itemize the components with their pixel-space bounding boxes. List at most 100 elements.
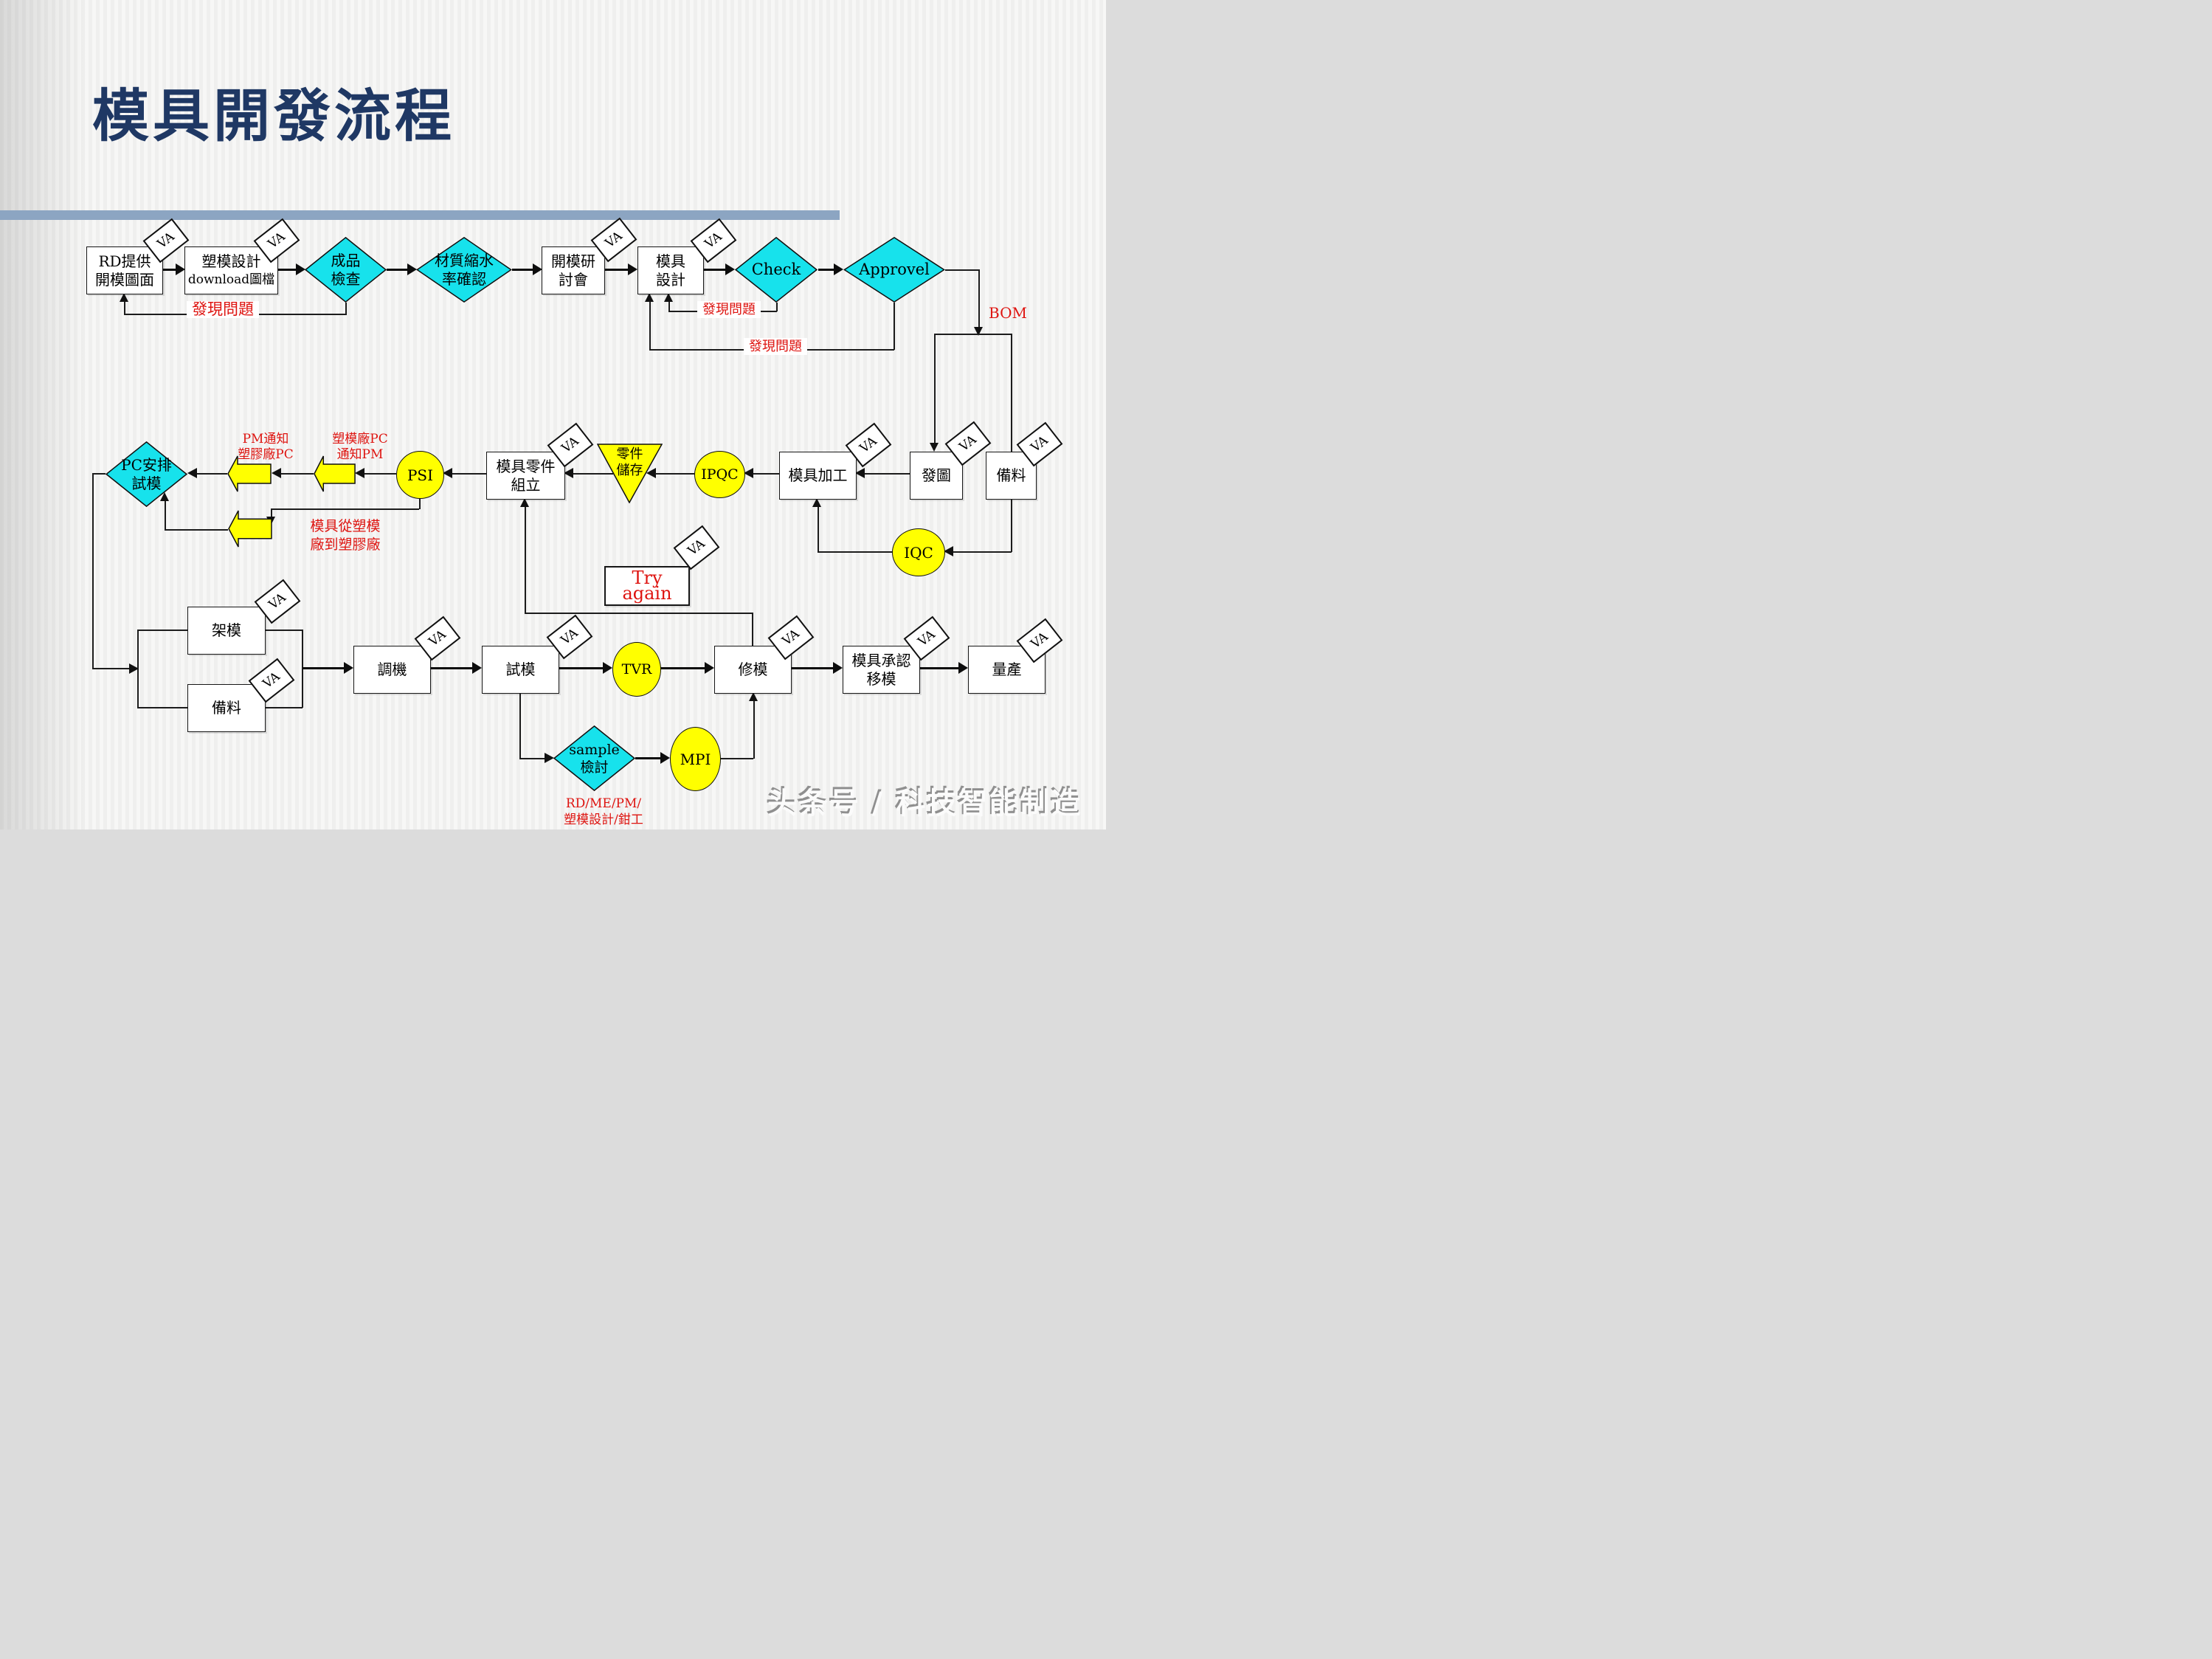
node-shrink-confirm: 材質縮水率確認 bbox=[416, 237, 512, 303]
node-machining: 模具加工 bbox=[779, 452, 857, 500]
connector bbox=[271, 508, 272, 517]
diamond-shape bbox=[735, 237, 818, 303]
flow-arrow bbox=[387, 263, 417, 275]
connector bbox=[1011, 334, 1012, 552]
connector bbox=[649, 302, 651, 350]
node-meeting: 開模研討會 bbox=[542, 246, 605, 294]
node-repair-mold: 修模 bbox=[714, 646, 792, 694]
label-pm-notify: PM通知塑膠廠PC bbox=[238, 432, 294, 462]
block-arrow-shape bbox=[228, 510, 272, 548]
inverted-triangle-shape bbox=[597, 444, 663, 503]
connector bbox=[655, 473, 694, 475]
connector bbox=[818, 507, 819, 552]
flow-arrow bbox=[635, 751, 670, 764]
connector bbox=[92, 473, 94, 669]
connector bbox=[776, 303, 778, 311]
label-found-problem: 發現問題 bbox=[187, 301, 259, 318]
connector bbox=[264, 630, 303, 631]
arrowhead-left bbox=[187, 468, 197, 478]
connector bbox=[668, 302, 670, 311]
connector bbox=[934, 334, 1012, 335]
node-product-inspect: 成品檢查 bbox=[305, 237, 387, 303]
arrowhead-left bbox=[443, 468, 452, 478]
flow-arrow bbox=[277, 263, 305, 275]
flow-arrow bbox=[660, 661, 714, 674]
flow-arrow bbox=[303, 661, 353, 674]
block-arrow-shape bbox=[227, 455, 272, 492]
connector bbox=[525, 613, 752, 614]
arrowhead-right bbox=[545, 753, 554, 763]
flow-arrow bbox=[604, 263, 637, 275]
connector bbox=[978, 269, 980, 328]
arrowhead-down bbox=[930, 443, 939, 452]
node-storage: 零件儲存 bbox=[597, 444, 663, 503]
label-mold-transfer: 模具從塑模廠到塑膠廠 bbox=[310, 518, 381, 553]
connector bbox=[92, 668, 129, 669]
block-arrow-shape bbox=[314, 455, 356, 492]
connector bbox=[419, 497, 421, 509]
flow-arrow bbox=[558, 661, 612, 674]
connector bbox=[934, 334, 936, 446]
node-check: Check bbox=[735, 237, 818, 303]
arrowhead-left bbox=[272, 468, 281, 478]
connector bbox=[271, 508, 419, 510]
diamond-shape bbox=[416, 237, 512, 303]
node-approval-transfer: 模具承認移模 bbox=[843, 646, 920, 694]
connector bbox=[165, 501, 166, 529]
node-mpi: MPI bbox=[670, 727, 721, 791]
node-approvel: Approvel bbox=[843, 237, 945, 303]
va-tag: VA bbox=[673, 525, 720, 570]
arrowhead-left bbox=[944, 546, 953, 556]
connector bbox=[894, 303, 895, 350]
flow-arrow bbox=[702, 263, 735, 275]
connector bbox=[302, 630, 303, 708]
node-tune-machine: 調機 bbox=[353, 646, 431, 694]
flow-arrow bbox=[790, 661, 843, 674]
block-arrow-left bbox=[314, 455, 356, 492]
title-divider-bar bbox=[0, 210, 840, 220]
connector bbox=[573, 473, 613, 475]
node-rd-provide: RD提供開模圖面 bbox=[86, 246, 163, 294]
connector bbox=[264, 707, 303, 708]
diamond-shape bbox=[106, 441, 187, 507]
block-arrow-left bbox=[228, 510, 272, 548]
connector bbox=[753, 473, 779, 475]
arrowhead-left bbox=[855, 468, 865, 478]
label-found-problem: 發現問題 bbox=[744, 338, 807, 355]
connector bbox=[865, 473, 910, 475]
arrowhead-up bbox=[160, 492, 169, 501]
connector bbox=[137, 630, 139, 708]
connector bbox=[818, 551, 893, 553]
arrowhead-left bbox=[355, 468, 364, 478]
watermark: 头条号 / 科技智能制造 bbox=[767, 787, 1082, 821]
flow-arrow bbox=[161, 263, 185, 275]
flow-arrow bbox=[818, 263, 843, 275]
arrowhead-up bbox=[645, 293, 654, 302]
arrowhead-up bbox=[520, 498, 529, 507]
arrowhead-up bbox=[120, 293, 128, 302]
connector bbox=[752, 613, 753, 646]
connector bbox=[137, 630, 187, 631]
arrowhead-up bbox=[812, 498, 821, 507]
connector bbox=[124, 301, 125, 314]
node-tvr: TVR bbox=[612, 642, 661, 697]
node-assembly: 模具零件組立 bbox=[486, 452, 565, 500]
block-arrow-left bbox=[227, 455, 272, 492]
connector bbox=[753, 701, 755, 759]
connector bbox=[345, 303, 347, 315]
label-review-members: RD/ME/PM/塑模設計/鉗工 bbox=[564, 796, 643, 827]
connector bbox=[719, 758, 753, 759]
arrowhead-left bbox=[744, 468, 753, 478]
node-trial-mold: 試模 bbox=[482, 646, 559, 694]
node-ipqc: IPQC bbox=[694, 451, 745, 498]
connector bbox=[519, 758, 545, 759]
arrowhead-up bbox=[749, 692, 758, 701]
connector bbox=[281, 473, 314, 475]
node-rack-mold: 架模 bbox=[187, 607, 266, 655]
node-mold-design: 模具設計 bbox=[637, 246, 704, 294]
node-prep-material-bottom: 備料 bbox=[187, 684, 266, 732]
flow-arrow bbox=[512, 263, 542, 275]
